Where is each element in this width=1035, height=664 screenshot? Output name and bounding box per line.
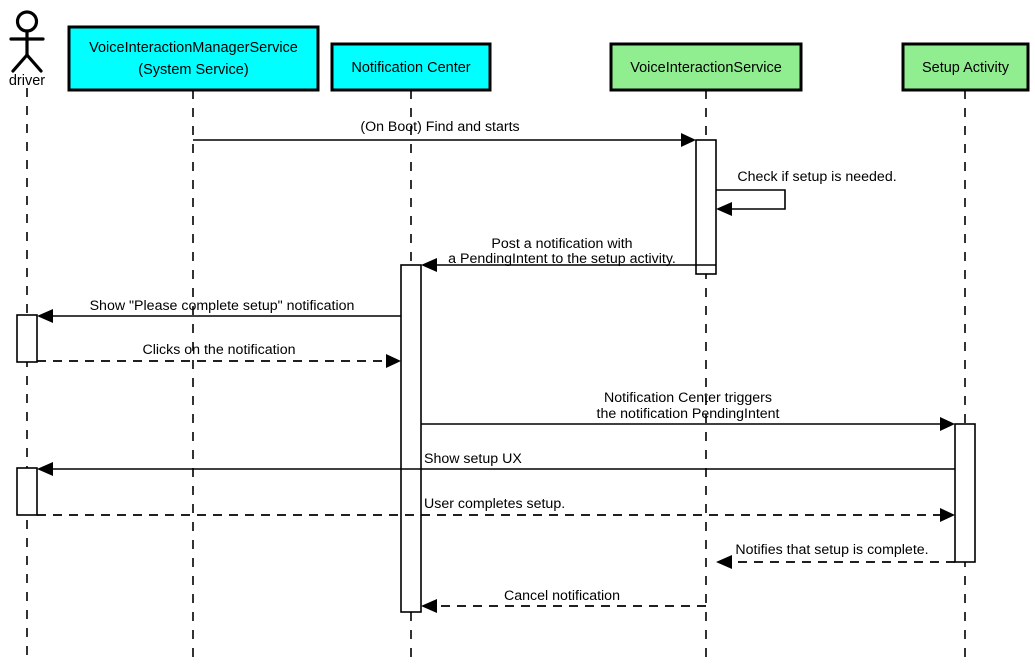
message-check-if-setup-is-needed[interactable]: Check if setup is needed. — [716, 169, 897, 216]
participant-box-setup-activity[interactable] — [901, 42, 1030, 92]
participant-label-voiceinteractionservice: VoiceInteractionService — [630, 60, 782, 76]
arrowhead-filled-left-2 — [716, 202, 732, 216]
actor-label-driver: driver — [9, 73, 45, 89]
participant-vims[interactable]: VoiceInteractionManagerService (System S… — [67, 25, 320, 92]
participant-box-voiceinteractionservice[interactable] — [609, 42, 803, 92]
message-line-self-2 — [716, 189, 786, 210]
participant-notification-center[interactable]: Notification Center — [330, 42, 492, 92]
participant-setup-activity[interactable]: Setup Activity — [901, 42, 1030, 92]
activation-bar-driver-1 — [16, 314, 38, 363]
actor-leg-right-icon — [25, 53, 43, 73]
message-label-3-line1: Post a notification with — [491, 236, 632, 252]
message-cancel-notification[interactable]: Cancel notification — [421, 588, 706, 613]
actor-head-icon — [15, 10, 39, 33]
message-label-8: User completes setup. — [424, 496, 565, 512]
participant-label-vims-line1: VoiceInteractionManagerService — [89, 40, 298, 56]
arrowhead-filled-left-7 — [37, 462, 53, 476]
message-clicks-on-the-notification[interactable]: Clicks on the notification — [37, 342, 401, 368]
activation-bar-setup-activity — [954, 423, 976, 563]
arrowhead-filled-left-4 — [37, 309, 53, 323]
message-post-a-notification[interactable]: Post a notification with a PendingIntent… — [421, 236, 716, 272]
participant-label-setup-activity: Setup Activity — [922, 60, 1010, 76]
actor-leg-left-icon — [11, 53, 29, 73]
participant-box-vims[interactable] — [67, 25, 320, 92]
message-label-2: Check if setup is needed. — [737, 169, 896, 185]
message-user-completes-setup[interactable]: User completes setup. — [37, 496, 955, 522]
activation-bar-voiceinteractionservice — [695, 139, 717, 275]
activation-bar-driver-2 — [16, 467, 38, 516]
message-label-6-line1: Notification Center triggers — [604, 390, 772, 406]
arrowhead-filled-left-3 — [421, 258, 437, 272]
message-label-10: Cancel notification — [504, 588, 620, 604]
message-notifies-that-setup-is-complete[interactable]: Notifies that setup is complete. — [716, 542, 955, 569]
message-label-6-line2: the notification PendingIntent — [597, 406, 780, 422]
message-label-4: Show "Please complete setup" notificatio… — [90, 298, 355, 314]
message-label-9: Notifies that setup is complete. — [735, 542, 928, 558]
participant-label-vims-line2: (System Service) — [138, 62, 248, 78]
arrowhead-filled-right-5 — [386, 354, 401, 368]
arrowhead-filled-right-6 — [940, 417, 955, 431]
message-show-please-complete-setup-notification[interactable]: Show "Please complete setup" notificatio… — [37, 298, 401, 323]
message-notification-center-triggers-pendingintent[interactable]: Notification Center triggers the notific… — [421, 390, 955, 431]
message-label-5: Clicks on the notification — [143, 342, 296, 358]
arrowhead-filled-left-10 — [421, 599, 437, 613]
message-label-1: (On Boot) Find and starts — [360, 119, 519, 135]
message-show-setup-ux[interactable]: Show setup UX — [37, 451, 955, 476]
arrowhead-filled-right-1 — [681, 133, 696, 147]
message-on-boot-find-and-starts[interactable]: (On Boot) Find and starts — [193, 119, 696, 147]
message-label-3-line2: a PendingIntent to the setup activity. — [448, 251, 676, 267]
arrowhead-filled-left-9 — [716, 555, 732, 569]
message-label-7: Show setup UX — [424, 451, 522, 467]
participant-driver[interactable]: driver — [9, 10, 45, 89]
participant-box-notification-center[interactable] — [330, 42, 492, 92]
participant-voiceinteractionservice[interactable]: VoiceInteractionService — [609, 42, 803, 92]
activation-bar-notification-center — [400, 264, 422, 613]
arrowhead-filled-right-8 — [940, 508, 955, 522]
participant-label-notification-center: Notification Center — [351, 60, 470, 76]
